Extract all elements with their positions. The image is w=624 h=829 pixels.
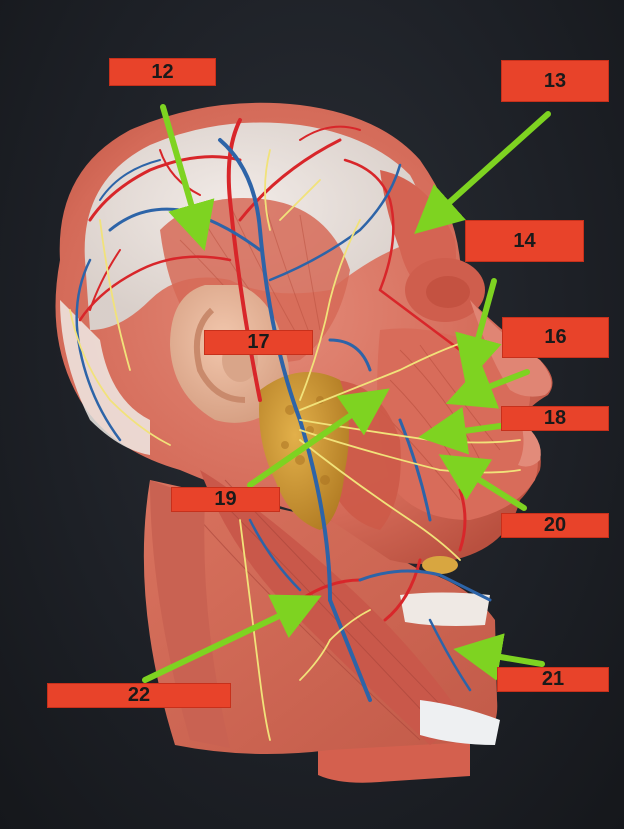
label-13: 13 [501,60,609,102]
arrow-13 [414,111,551,235]
neck-pedestal [318,740,470,783]
sternal-tendon [420,700,500,745]
label-20: 20 [501,513,609,538]
arrow-20 [438,454,527,511]
arrow-18 [418,406,503,455]
trapezius [150,480,230,748]
arrow-12 [160,104,215,252]
lips [518,420,541,467]
label-16: 16 [502,317,609,358]
label-14: 14 [465,220,584,262]
label-12: 12 [109,58,216,86]
submandibular-gland [422,556,458,574]
label-21: 21 [497,667,609,692]
label-19: 19 [171,487,280,512]
arrow-21 [453,633,545,681]
label-22: 22 [47,683,231,708]
label-18: 18 [501,406,609,431]
arrow-22 [142,594,322,683]
arrow-16 [445,363,530,409]
pointer-arrows [142,104,551,683]
arrow-19 [247,388,390,488]
arrow-14 [455,278,502,385]
label-17: 17 [204,330,313,355]
hyoid-area [400,592,490,626]
